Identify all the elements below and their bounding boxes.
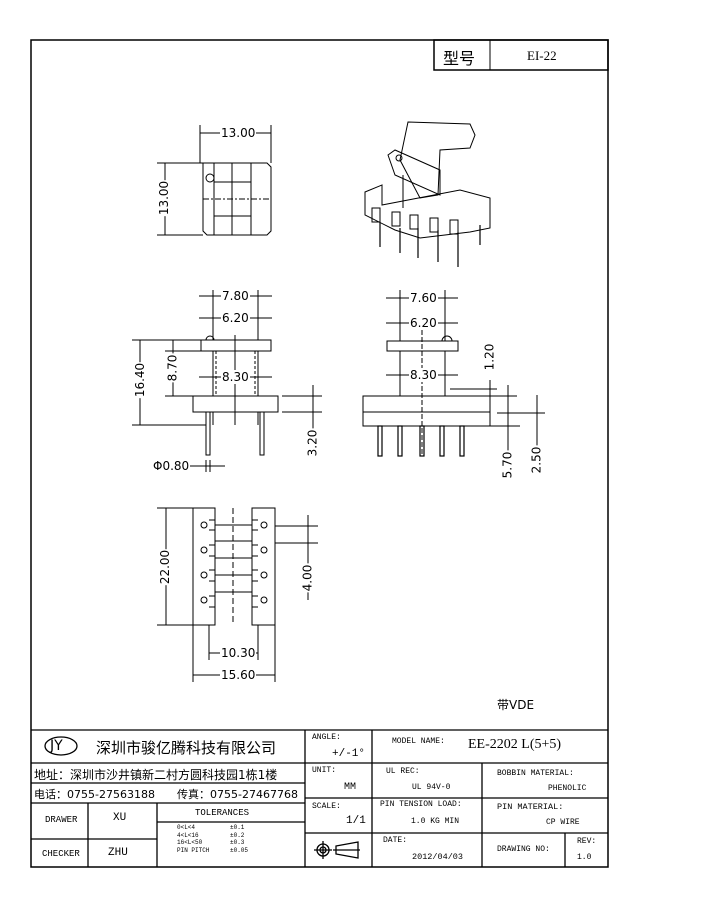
dim-side-w1: 7.60 xyxy=(409,291,438,305)
dim-bottom-inner: 10.30 xyxy=(220,646,257,660)
top-view xyxy=(157,125,272,236)
dim-front-w3: 8.30 xyxy=(221,370,250,384)
dim-side-w3: 8.30 xyxy=(409,368,438,382)
date-label: DATE: xyxy=(383,836,408,845)
drawer-label: DRAWER xyxy=(45,815,78,825)
vde-note: 带VDE xyxy=(497,698,535,712)
ul-label: UL REC: xyxy=(386,767,420,776)
dim-side-h3: 2.50 xyxy=(529,445,544,475)
rev-value: 1.0 xyxy=(577,853,592,862)
fax: 传真：0755-27467768 xyxy=(177,788,298,801)
dim-front-h-total: 16.40 xyxy=(133,361,148,399)
angle-label: ANGLE: xyxy=(312,733,341,742)
company-name: 深圳市骏亿腾科技有限公司 xyxy=(96,739,277,757)
scale-label: SCALE: xyxy=(312,802,341,811)
model-name-value: EE-2202 L(5+5) xyxy=(468,737,562,752)
company-logo: JY xyxy=(50,738,63,754)
dim-front-w1: 7.80 xyxy=(221,289,250,303)
address: 地址：深圳市沙井镇新二村方圆科技园1栋1楼 xyxy=(34,768,278,782)
tolerances-label: TOLERANCES xyxy=(195,808,250,818)
bobbin-material-value: PHENOLIC xyxy=(548,784,587,793)
tolerance-row: 16<L<50±0.3 xyxy=(177,839,245,846)
tolerance-row: 0<L<4±0.1 xyxy=(177,824,245,831)
rev-label: REV: xyxy=(577,837,597,846)
isometric-view xyxy=(364,121,491,267)
scale-value: 1/1 xyxy=(346,815,366,827)
dim-side-w2: 6.20 xyxy=(409,316,438,330)
dim-top-width: 13.00 xyxy=(220,126,257,140)
checker-label: CHECKER xyxy=(42,849,80,859)
header-box xyxy=(433,39,609,71)
model-name-label: MODEL NAME: xyxy=(392,737,445,746)
dim-bottom-outer: 15.60 xyxy=(220,668,257,682)
dim-side-h1: 1.20 xyxy=(482,342,497,372)
tolerance-row: 4<L<16±0.2 xyxy=(177,831,245,839)
unit-value: MM xyxy=(344,782,357,793)
checker-name: ZHU xyxy=(108,847,128,859)
drawer-name: XU xyxy=(113,812,127,824)
pin-material-value: CP WIRE xyxy=(546,818,580,827)
dim-front-pin-len: 3.20 xyxy=(305,428,320,458)
bottom-view xyxy=(157,507,318,682)
pin-tension-label: PIN TENSION LOAD: xyxy=(380,800,462,809)
side-view xyxy=(362,290,545,457)
angle-value: +/-1° xyxy=(332,748,366,760)
model-value: EI-22 xyxy=(527,48,557,63)
drawing-no-label: DRAWING NO: xyxy=(497,845,550,854)
bobbin-material-label: BOBBIN MATERIAL: xyxy=(497,769,574,778)
dim-front-w2: 6.20 xyxy=(221,311,250,325)
pin-material-label: PIN MATERIAL: xyxy=(497,802,564,812)
dim-top-height: 13.00 xyxy=(157,179,172,217)
pin-tension-value: 1.0 KG MIN xyxy=(411,817,460,826)
title-block-grid xyxy=(31,729,608,867)
dim-bottom-length: 22.00 xyxy=(158,548,173,586)
tolerance-row: PIN PITCH±0.05 xyxy=(177,846,249,854)
dim-bottom-pitch: 4.00 xyxy=(300,563,315,593)
tolerance-list: 0<L<4±0.1 4<L<16±0.2 16<L<50±0.3 PIN PIT… xyxy=(177,824,248,854)
ul-value: UL 94V-0 xyxy=(412,783,451,792)
phone: 电话：0755-27563188 xyxy=(34,788,155,801)
sheet-border xyxy=(30,39,609,868)
date-value: 2012/04/03 xyxy=(412,852,464,862)
dim-front-pin-dia: Φ0.80 xyxy=(152,459,191,473)
model-label: 型号 xyxy=(443,49,476,68)
dim-side-h2: 5.70 xyxy=(500,450,515,480)
dim-front-h-window: 8.70 xyxy=(165,353,180,383)
unit-label: UNIT: xyxy=(312,766,337,775)
